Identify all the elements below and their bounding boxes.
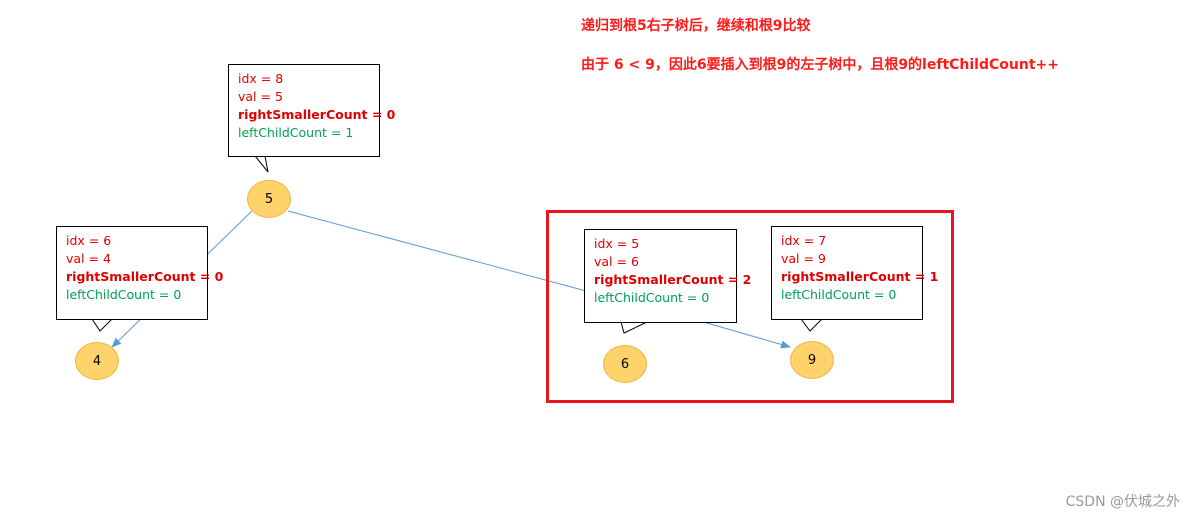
field-val: val = 9 xyxy=(781,251,826,266)
field-left-child-count: leftChildCount = 0 xyxy=(66,287,182,302)
callout-tail-5 xyxy=(253,155,269,173)
info-box-node-4: idx = 6 val = 4 rightSmallerCount = 0 le… xyxy=(56,226,224,320)
field-right-smaller-count: rightSmallerCount = 0 xyxy=(66,269,224,284)
field-right-smaller-count: rightSmallerCount = 2 xyxy=(594,272,752,287)
info-box-node-6: idx = 5 val = 6 rightSmallerCount = 2 le… xyxy=(584,229,752,323)
field-idx: idx = 6 xyxy=(66,233,112,248)
node-label: 6 xyxy=(620,356,630,372)
field-idx: idx = 5 xyxy=(594,236,640,251)
tree-node-9: 9 xyxy=(790,341,834,379)
edge-6-to-9 xyxy=(699,320,791,349)
caption-line-1: 递归到根5右子树后，继续和根9比较 xyxy=(581,18,811,34)
callout-tail-4 xyxy=(91,318,114,332)
caption-line-2: 由于 6 < 9，因此6要插入到根9的左子树中，且根9的leftChildCou… xyxy=(581,57,1059,73)
node-label: 4 xyxy=(92,353,102,369)
node-label: 5 xyxy=(264,191,274,207)
field-right-smaller-count: rightSmallerCount = 0 xyxy=(238,107,396,122)
tree-node-6: 6 xyxy=(603,345,647,383)
info-box-node-9: idx = 7 val = 9 rightSmallerCount = 1 le… xyxy=(771,226,939,320)
tree-node-4: 4 xyxy=(75,342,119,380)
highlight-right-subtree xyxy=(546,210,954,403)
edge-5-to-6 xyxy=(287,210,591,293)
field-left-child-count: leftChildCount = 0 xyxy=(594,290,710,305)
node-label: 9 xyxy=(807,352,817,368)
field-idx: idx = 7 xyxy=(781,233,827,248)
field-left-child-count: leftChildCount = 0 xyxy=(781,287,897,302)
info-box-node-5: idx = 8 val = 5 rightSmallerCount = 0 le… xyxy=(228,64,396,157)
tree-node-5: 5 xyxy=(247,180,291,218)
csdn-watermark: CSDN @伏城之外 xyxy=(1065,494,1180,510)
field-val: val = 5 xyxy=(238,89,283,104)
field-val: val = 6 xyxy=(594,254,639,269)
field-val: val = 4 xyxy=(66,251,111,266)
field-idx: idx = 8 xyxy=(238,71,284,86)
field-right-smaller-count: rightSmallerCount = 1 xyxy=(781,269,939,284)
field-left-child-count: leftChildCount = 1 xyxy=(238,125,354,140)
